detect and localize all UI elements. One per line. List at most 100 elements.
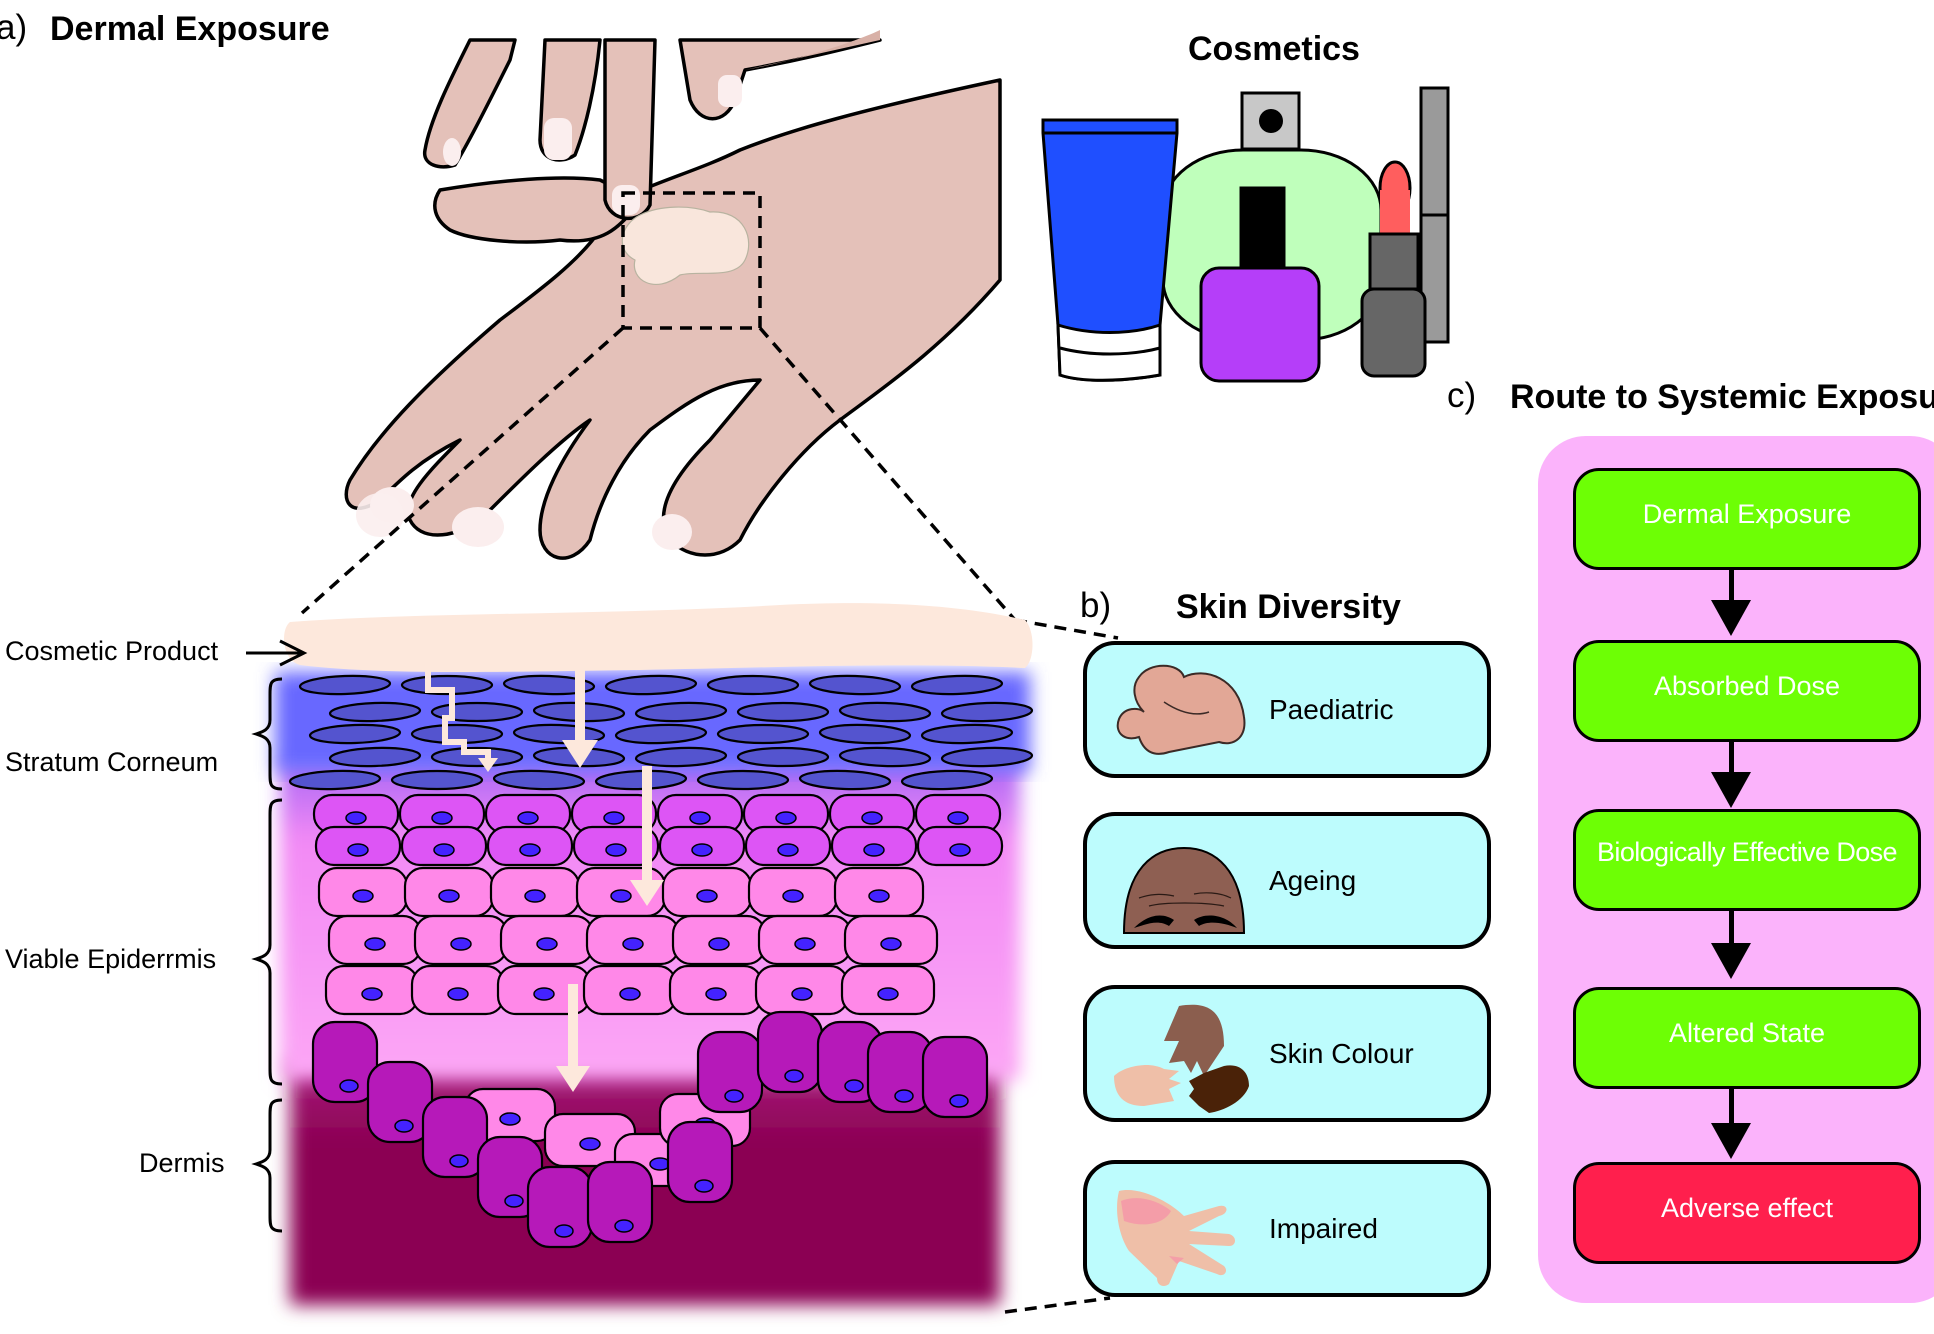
corneocyte <box>818 723 912 745</box>
wrinkled-forehead-icon <box>1122 846 1246 934</box>
keratinocyte <box>400 825 488 867</box>
hand-illustration <box>344 30 1002 560</box>
basal-cell <box>586 1160 654 1244</box>
diverse-hands-icon <box>1114 1004 1249 1113</box>
corneocyte <box>838 746 932 768</box>
corneocyte <box>798 769 892 791</box>
diversity-card-skin-colour: Skin Colour <box>1083 985 1491 1122</box>
corneocyte <box>614 723 708 745</box>
skin-cross-section <box>275 603 1034 1305</box>
cosmetic-product-pointer-arrow <box>246 639 308 667</box>
basal-cell <box>526 1165 594 1249</box>
corneocyte <box>604 674 698 696</box>
cosmetics-heading: Cosmetics <box>1188 30 1360 68</box>
keratinocyte <box>410 964 506 1016</box>
corneocyte <box>594 769 688 791</box>
keratinocyte <box>314 825 402 867</box>
corneocytes <box>288 674 1034 791</box>
basal-cell <box>696 1030 764 1114</box>
corneocyte <box>900 769 994 791</box>
corneocyte <box>328 746 422 768</box>
keratinocyte <box>830 825 918 867</box>
corneocyte <box>502 674 596 696</box>
diversity-label: Skin Colour <box>1269 1037 1414 1069</box>
keratinocyte <box>317 866 409 918</box>
basal-cell <box>816 1020 884 1104</box>
flow-step-label: Dermal Exposure <box>1642 499 1852 529</box>
flow-step-dermal-exposure: Dermal Exposure <box>1573 468 1921 570</box>
corneocyte <box>838 701 932 723</box>
keratinocyte <box>582 964 678 1016</box>
damaged-skin-hand-icon <box>1117 1190 1235 1286</box>
magnify-region-box <box>621 191 762 330</box>
corneocyte <box>492 769 586 791</box>
keratinocyte <box>661 866 753 918</box>
penetration-arrowheads <box>478 658 664 1092</box>
keratinocyte <box>658 825 746 867</box>
flow-step-label: Adverse effect <box>1660 1193 1834 1223</box>
keratinocyte <box>324 964 420 1016</box>
panel-a-label: a) <box>0 8 28 47</box>
layer-label-cosmetic-product: Cosmetic Product <box>5 636 219 666</box>
keratinocyte <box>572 825 660 867</box>
diversity-label: Ageing <box>1269 864 1357 896</box>
panel-c-title: Route to Systemic Exposure <box>1510 378 1934 416</box>
panel-b-title: Skin Diversity <box>1176 588 1401 626</box>
basal-cells <box>311 1010 989 1249</box>
flow-step-altered-state: Altered State <box>1573 987 1921 1089</box>
keratinocyte <box>489 866 581 918</box>
cosmetics-illustration <box>1041 86 1450 383</box>
basal-cell <box>921 1035 989 1119</box>
baby-legs-icon <box>1116 664 1246 755</box>
corneocyte <box>940 746 1034 768</box>
basal-cell <box>421 1095 489 1179</box>
keratinocyte <box>833 866 925 918</box>
keratinocyte <box>744 825 832 867</box>
corneocyte <box>940 701 1034 723</box>
layer-brackets <box>251 677 283 1233</box>
corneocyte <box>634 701 728 723</box>
flow-step-label: Absorbed Dose <box>1653 671 1841 701</box>
corneocyte <box>736 701 830 723</box>
basal-cell <box>311 1020 379 1104</box>
flow-step-label: Biologically Effective Dose <box>1597 837 1898 867</box>
nail-polish-bottle <box>1199 266 1321 383</box>
keratinocyte <box>486 825 574 867</box>
corneocyte <box>308 723 402 745</box>
eyeliner-pencil <box>1419 86 1450 217</box>
diversity-card-ageing: Ageing <box>1083 812 1491 949</box>
zoom-guide-lines <box>300 326 1119 1314</box>
keratinocyte <box>403 866 495 918</box>
basal-cell <box>476 1135 544 1219</box>
corneocyte <box>706 674 800 696</box>
flow-step-adverse-effect: Adverse effect <box>1573 1162 1921 1264</box>
corneocyte <box>736 746 830 768</box>
layer-label-stratum-corneum: Stratum Corneum <box>5 747 219 777</box>
keratinocyte <box>484 793 572 835</box>
keratinocyte <box>499 914 595 966</box>
diversity-label: Impaired <box>1269 1212 1378 1244</box>
flow-step-absorbed-dose: Absorbed Dose <box>1573 640 1921 742</box>
keratinocyte <box>585 914 681 966</box>
corneocyte <box>696 769 790 791</box>
keratinocyte <box>413 914 509 966</box>
corneocyte <box>390 769 484 791</box>
keratinocyte <box>656 793 744 835</box>
panel-b-label: b) <box>1080 586 1112 625</box>
corneocyte <box>400 674 494 696</box>
systemic-exposure-flowchart: Dermal Exposure Absorbed Dose Biological… <box>1538 436 1934 1303</box>
corneocyte <box>920 723 1014 745</box>
corneocyte <box>288 769 382 791</box>
basal-cell <box>666 1120 734 1204</box>
diversity-label: Paediatric <box>1269 693 1394 725</box>
keratinocyte <box>843 914 939 966</box>
panel-c-label: c) <box>1447 376 1477 415</box>
basal-cell <box>756 1010 824 1094</box>
keratinocyte <box>754 964 850 1016</box>
keratinocyte <box>742 793 830 835</box>
keratinocyte <box>757 914 853 966</box>
corneocyte <box>430 746 524 768</box>
corneocyte <box>634 746 728 768</box>
keratinocyte <box>840 964 936 1016</box>
